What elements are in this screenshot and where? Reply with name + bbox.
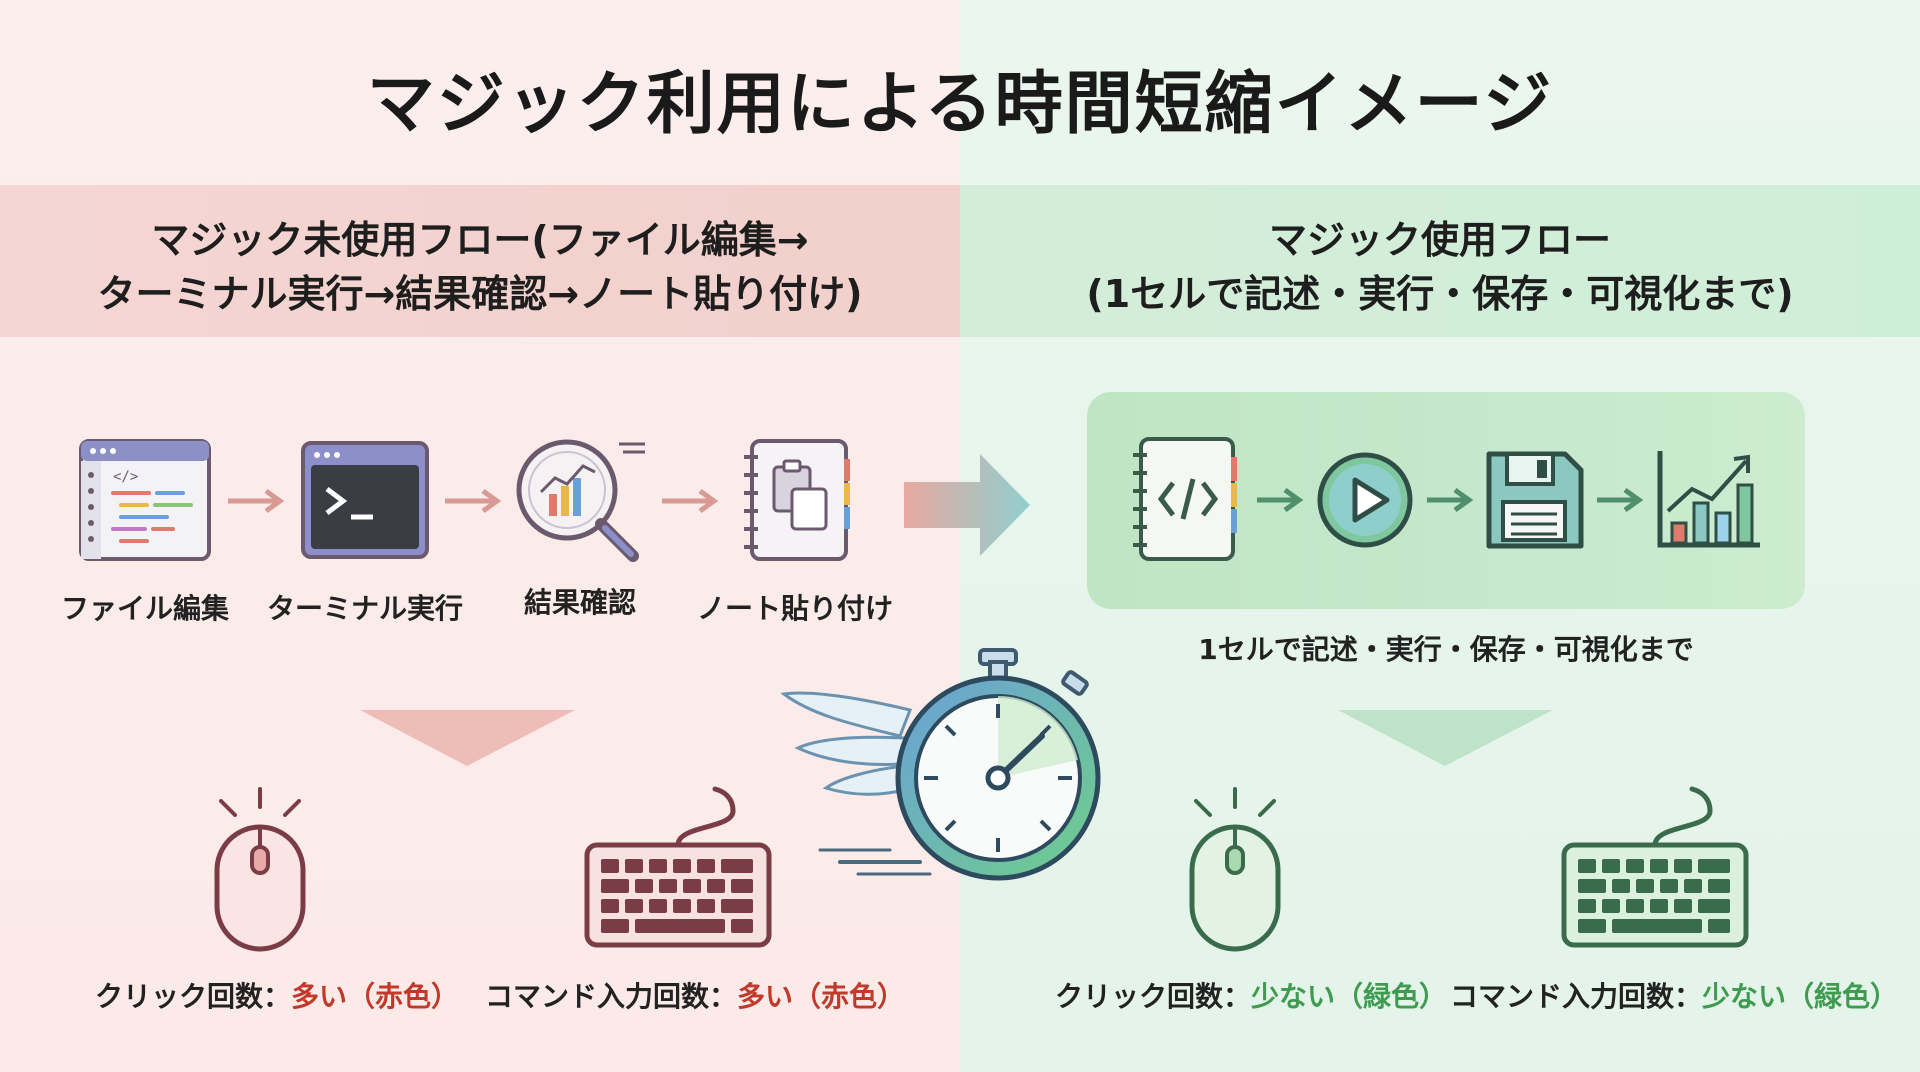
- page-title: マジック利用による時間短縮イメージ: [366, 65, 1554, 144]
- terminal-icon: [301, 441, 429, 559]
- step-note-paste: ノート貼り付け: [695, 435, 895, 627]
- left-click-label: クリック回数：: [95, 980, 292, 1013]
- step-check-result: 結果確認: [480, 430, 680, 621]
- step-label-check-result: 結果確認: [523, 586, 636, 619]
- left-header-band: マジック未使用フロー(ファイル編集→ ターミナル実行→結果確認→ノート貼り付け): [0, 185, 960, 337]
- right-click-value: 少ない（緑色）: [1251, 980, 1448, 1013]
- arrow-right-icon: [445, 488, 502, 514]
- keyboard-icon: [584, 786, 772, 948]
- arrow-right-icon: [1427, 487, 1474, 513]
- mouse-click-icon: [1189, 787, 1281, 952]
- arrow-right-icon: [1257, 487, 1304, 513]
- right-header-band: マジック使用フロー (1セルで記述・実行・保存・可視化まで): [960, 185, 1920, 337]
- step-file-edit: </> ファイル編集: [45, 435, 245, 627]
- step-label-terminal-run: ターミナル実行: [266, 592, 463, 625]
- right-click-label: クリック回数：: [1055, 980, 1252, 1013]
- right-header-line1: マジック使用フロー: [1268, 218, 1611, 262]
- left-header-line1: マジック未使用フロー(ファイル編集→: [151, 218, 809, 262]
- right-command-label: コマンド入力回数：: [1450, 980, 1703, 1013]
- save-icon: [1486, 451, 1584, 549]
- down-arrow-right-icon: [1338, 710, 1553, 766]
- magnifier-chart-icon: [516, 439, 645, 562]
- big-arrow-right-icon: [904, 454, 1030, 556]
- magic-flow-label: 1セルで記述・実行・保存・可視化まで: [1198, 633, 1694, 666]
- notebook-paste-icon: [744, 439, 850, 561]
- winged-stopwatch-icon: [780, 648, 1101, 881]
- code-notebook-icon: [1133, 437, 1237, 561]
- play-icon: [1317, 452, 1413, 548]
- left-header-line2: ターミナル実行→結果確認→ノート貼り付け): [97, 272, 863, 316]
- svg-text:</>: </>: [113, 469, 138, 485]
- keyboard-icon: [1561, 786, 1749, 948]
- arrow-right-icon: [662, 488, 719, 514]
- left-command-value: 多い（赤色）: [737, 980, 906, 1013]
- down-arrow-left-icon: [360, 710, 575, 766]
- left-click-count: クリック回数：多い（赤色）: [95, 975, 459, 1015]
- right-click-count: クリック回数：少ない（緑色）: [1055, 975, 1447, 1015]
- right-command-count: コマンド入力回数：少ない（緑色）: [1450, 975, 1898, 1015]
- left-command-count: コマンド入力回数：多い（赤色）: [485, 975, 905, 1015]
- left-command-label: コマンド入力回数：: [485, 980, 738, 1013]
- arrow-right-icon: [1597, 487, 1644, 513]
- step-label-note-paste: ノート貼り付け: [696, 592, 893, 625]
- code-editor-icon: </>: [79, 439, 211, 561]
- left-click-value: 多い（赤色）: [291, 980, 460, 1013]
- step-label-file-edit: ファイル編集: [60, 592, 229, 625]
- bar-chart-icon: [1657, 451, 1760, 548]
- right-command-value: 少ない（緑色）: [1702, 980, 1899, 1013]
- step-terminal-run: ターミナル実行: [265, 435, 465, 627]
- arrow-right-icon: [228, 488, 285, 514]
- right-header-line2: (1セルで記述・実行・保存・可視化まで): [1086, 272, 1794, 316]
- mouse-click-icon: [214, 787, 306, 952]
